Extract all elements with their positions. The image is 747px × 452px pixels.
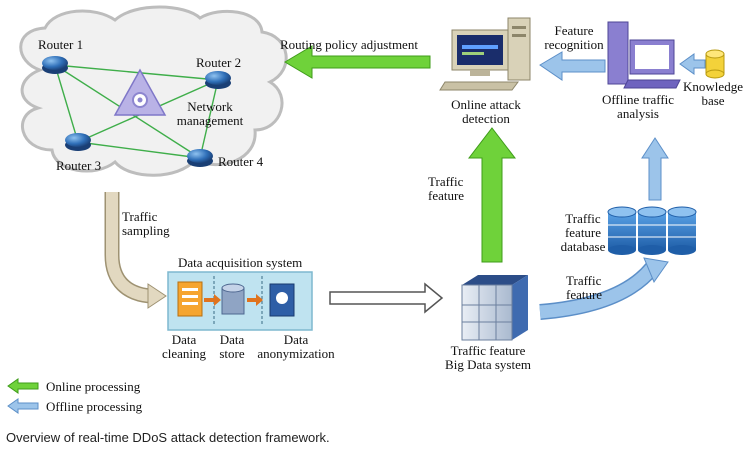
- network-management-label: Network management: [176, 99, 244, 128]
- feature-database-label: Traffic feature database: [560, 211, 606, 254]
- router-2-label: Router 2: [196, 55, 242, 70]
- online-detection-label: Online attack detection: [451, 97, 521, 126]
- legend-offline-arrow-icon: [7, 398, 39, 414]
- offline-analysis-label: Offline traffic analysis: [601, 92, 675, 121]
- data-acquisition-label: Data acquisition system: [178, 255, 303, 270]
- offline-analysis-computer-icon: [607, 21, 681, 89]
- figure-caption: Overview of real-time DDoS attack detect…: [6, 430, 330, 445]
- data-cleaning-label: Data cleaning: [162, 332, 207, 361]
- legend-online-label: Online processing: [46, 379, 141, 394]
- router-2-icon: [205, 71, 231, 89]
- traffic-feature-up-label: Traffic feature: [428, 174, 465, 203]
- legend-online-arrow-icon: [7, 378, 39, 394]
- knowledge-base-label: Knowledge base: [683, 79, 743, 108]
- router-4-icon: [187, 149, 213, 167]
- traffic-feature-curved-arrow: [539, 257, 669, 320]
- bigdata-servers-icon: [461, 275, 528, 341]
- router-1-icon: [42, 56, 68, 74]
- online-detection-computer-icon: [439, 17, 531, 91]
- data-store-label: Data store: [219, 332, 245, 361]
- routing-policy-label: Routing policy adjustment: [280, 37, 418, 52]
- network-cloud: [19, 5, 288, 177]
- feature-database-icon: [607, 206, 697, 255]
- routing-policy-arrow: [284, 45, 431, 79]
- network-management-icon: [113, 68, 167, 116]
- traffic-feature-up-arrow: [467, 127, 517, 263]
- legend-offline-label: Offline processing: [46, 399, 143, 414]
- offline-up-arrow: [641, 137, 669, 201]
- feature-recognition-label: Feature recognition: [544, 23, 604, 52]
- router-3-icon: [65, 133, 91, 151]
- data-anonymization-label: Data anonymization: [257, 332, 335, 361]
- knowledge-base-arrow: [679, 53, 706, 75]
- acquisition-to-bigdata-arrow: [329, 282, 444, 314]
- knowledge-base-icon: [705, 49, 725, 79]
- router-1-label: Router 1: [38, 37, 84, 52]
- feature-recognition-arrow: [539, 51, 606, 81]
- data-acquisition-box: [167, 271, 313, 331]
- traffic-feature-right-label: Traffic feature: [566, 273, 603, 302]
- router-4-label: Router 4: [218, 154, 264, 169]
- traffic-sampling-arrow: [104, 192, 167, 309]
- router-3-label: Router 3: [56, 158, 102, 173]
- traffic-sampling-label: Traffic sampling: [122, 209, 170, 238]
- bigdata-label: Traffic feature Big Data system: [445, 343, 531, 372]
